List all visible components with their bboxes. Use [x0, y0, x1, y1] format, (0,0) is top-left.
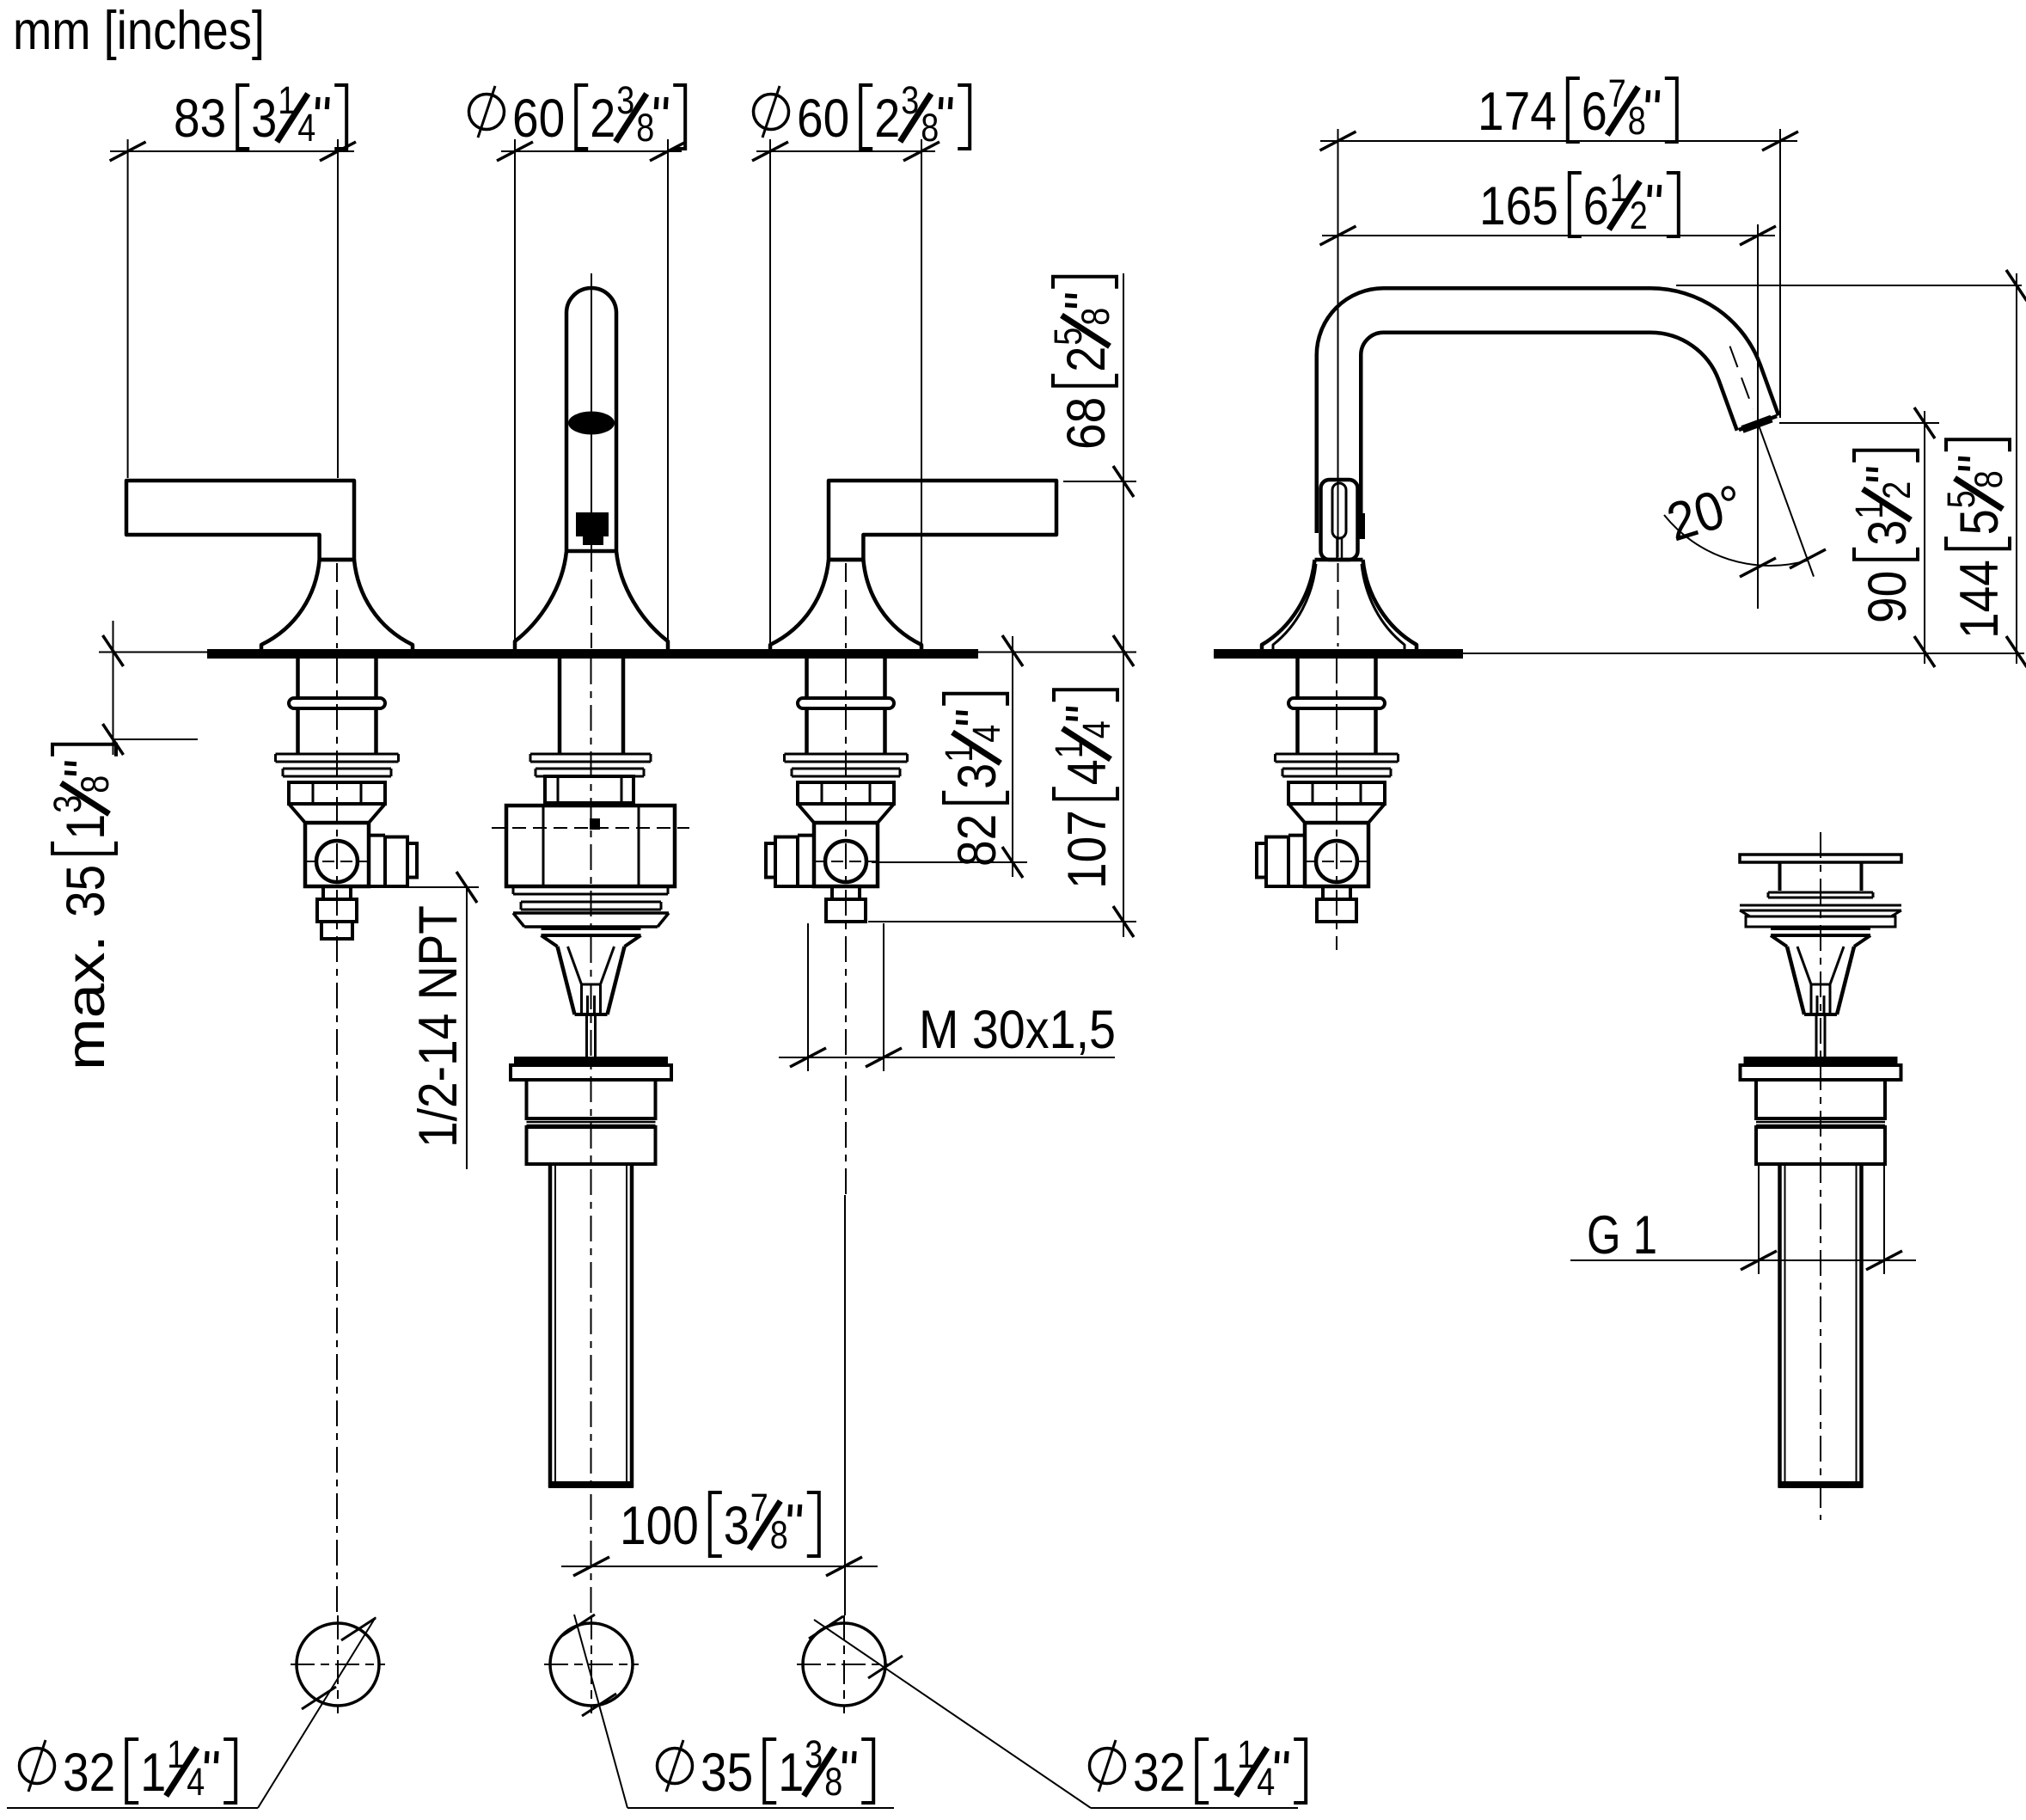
svg-text:6: 6	[1583, 176, 1609, 236]
svg-text:35: 35	[56, 865, 116, 917]
svg-text:4: 4	[187, 1760, 205, 1804]
svg-text:1: 1	[778, 1743, 804, 1803]
svg-text:32: 32	[1133, 1743, 1185, 1803]
svg-text:mm [inches]: mm [inches]	[13, 1, 265, 61]
svg-text:35: 35	[701, 1743, 753, 1803]
svg-text:8: 8	[1628, 99, 1646, 143]
svg-text:7: 7	[750, 1486, 768, 1529]
svg-text:32: 32	[63, 1743, 115, 1803]
svg-text:8: 8	[824, 1760, 842, 1804]
svg-text:8: 8	[636, 106, 654, 150]
svg-text:3: 3	[46, 795, 89, 813]
svg-text:144: 144	[1949, 560, 2010, 639]
svg-text:3: 3	[251, 89, 277, 149]
svg-text:1: 1	[140, 1743, 166, 1803]
svg-text:4: 4	[964, 725, 1008, 743]
svg-text:3: 3	[1858, 520, 1918, 546]
svg-text:60: 60	[797, 89, 849, 149]
svg-text:1: 1	[1210, 1743, 1236, 1803]
svg-text:3: 3	[901, 78, 919, 122]
svg-text:60: 60	[512, 89, 565, 149]
svg-text:4: 4	[297, 106, 315, 150]
svg-text:4: 4	[1257, 1760, 1275, 1804]
svg-text:6: 6	[1582, 82, 1607, 142]
svg-text:1: 1	[1237, 1732, 1255, 1776]
svg-text:1/2-14 NPT: 1/2-14 NPT	[408, 905, 468, 1148]
svg-text:174: 174	[1478, 82, 1557, 142]
svg-text:8: 8	[1074, 308, 1117, 326]
svg-text:165: 165	[1479, 176, 1558, 236]
svg-text:8: 8	[770, 1513, 788, 1557]
svg-text:8: 8	[921, 106, 939, 150]
svg-text:1: 1	[278, 78, 296, 122]
svg-text:M 30x1,5: M 30x1,5	[919, 1000, 1116, 1060]
svg-text:3: 3	[947, 763, 1007, 789]
svg-text:100: 100	[620, 1496, 699, 1556]
svg-text:1: 1	[167, 1732, 185, 1776]
svg-text:2: 2	[1056, 346, 1117, 372]
svg-text:4: 4	[1074, 720, 1118, 738]
svg-text:2: 2	[874, 89, 900, 149]
svg-text:107: 107	[1057, 810, 1117, 889]
svg-text:83: 83	[174, 89, 226, 149]
svg-text:7: 7	[1608, 71, 1626, 115]
svg-text:2: 2	[1875, 481, 1919, 499]
svg-text:5: 5	[1939, 490, 1983, 508]
svg-text:2: 2	[1630, 193, 1648, 237]
svg-text:2: 2	[590, 89, 615, 149]
svg-text:1: 1	[56, 814, 116, 840]
svg-text:3: 3	[805, 1732, 823, 1776]
svg-text:8: 8	[73, 775, 117, 794]
svg-text:1: 1	[937, 745, 981, 763]
svg-text:4: 4	[1057, 759, 1117, 785]
svg-text:3: 3	[724, 1496, 750, 1556]
svg-text:8: 8	[1967, 470, 2011, 488]
svg-text:max.: max.	[56, 917, 116, 1070]
svg-text:1: 1	[1610, 166, 1628, 210]
svg-text:1: 1	[1847, 501, 1891, 519]
svg-text:1: 1	[1047, 740, 1091, 758]
svg-text:68: 68	[1056, 397, 1117, 450]
svg-text:G 1: G 1	[1587, 1205, 1657, 1265]
svg-text:3: 3	[616, 78, 634, 122]
svg-text:90: 90	[1858, 571, 1918, 623]
svg-text:5: 5	[1046, 328, 1090, 346]
svg-text:82: 82	[947, 814, 1007, 867]
svg-text:5: 5	[1949, 509, 2010, 535]
